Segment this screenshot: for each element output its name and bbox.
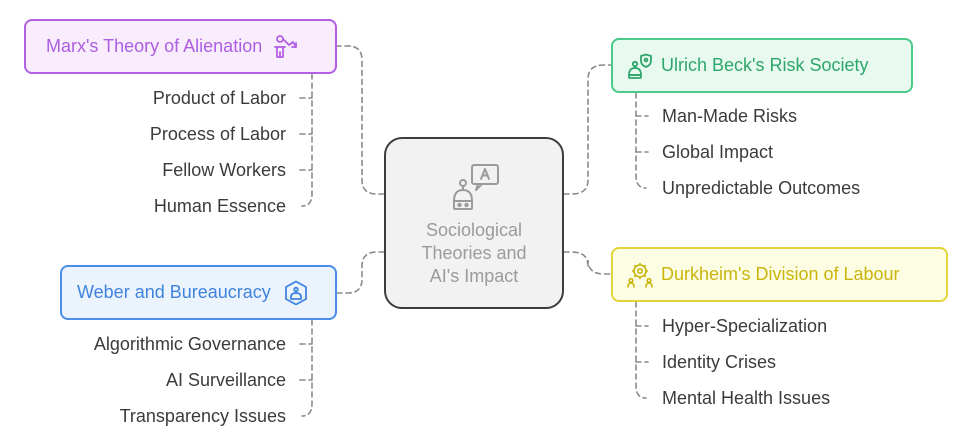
leaf-item: Man-Made Risks <box>662 106 798 126</box>
connector-durk <box>563 251 612 275</box>
topic-label: Marx's Theory of Alienation <box>46 36 263 56</box>
leaf-item: Transparency Issues <box>119 406 286 426</box>
connector-marx <box>336 45 385 195</box>
topic-marx[interactable]: Marx's Theory of Alienation <box>24 19 337 74</box>
center-node: Sociological Theories and AI's Impact <box>384 137 564 309</box>
connector-beck <box>563 64 612 195</box>
topic-weber[interactable]: Weber and Bureaucracy <box>60 265 337 320</box>
robot-hexagon-icon <box>284 280 307 305</box>
leaf-item: Product of Labor <box>152 88 286 108</box>
leaf-line-beck <box>635 92 647 189</box>
topic-beck[interactable]: Ulrich Beck's Risk Society <box>611 38 913 93</box>
connector-weber <box>336 251 385 294</box>
topic-label: Ulrich Beck's Risk Society <box>661 55 869 75</box>
gear-people-icon <box>627 262 653 288</box>
leaf-item: Hyper-Specialization <box>662 316 828 336</box>
center-title-line: AI's Impact <box>429 266 519 286</box>
person-arrow-icon <box>274 34 298 58</box>
leaf-line-weber <box>301 319 313 417</box>
leaf-line-durk <box>635 301 647 399</box>
robot-shield-icon <box>628 53 652 79</box>
leaf-line-marx <box>301 73 313 207</box>
topic-label: Durkheim's Division of Labour <box>661 264 900 284</box>
leaf-item: Unpredictable Outcomes <box>662 178 861 198</box>
center-title-line: Theories and <box>421 243 527 263</box>
leaf-item: Identity Crises <box>662 352 777 372</box>
center-title: Sociological Theories and AI's Impact <box>386 219 562 288</box>
topic-label: Weber and Bureaucracy <box>77 282 271 302</box>
robot-chat-icon <box>453 164 499 210</box>
leaf-item: Fellow Workers <box>162 160 286 180</box>
leaf-item: Global Impact <box>662 142 774 162</box>
topic-durkheim[interactable]: Durkheim's Division of Labour <box>611 247 948 302</box>
leaf-item: Human Essence <box>153 196 286 216</box>
leaf-item: Process of Labor <box>149 124 286 144</box>
leaf-item: Mental Health Issues <box>662 388 831 408</box>
leaf-item: AI Surveillance <box>165 370 286 390</box>
center-title-line: Sociological <box>425 220 523 240</box>
leaf-item: Algorithmic Governance <box>93 334 286 354</box>
